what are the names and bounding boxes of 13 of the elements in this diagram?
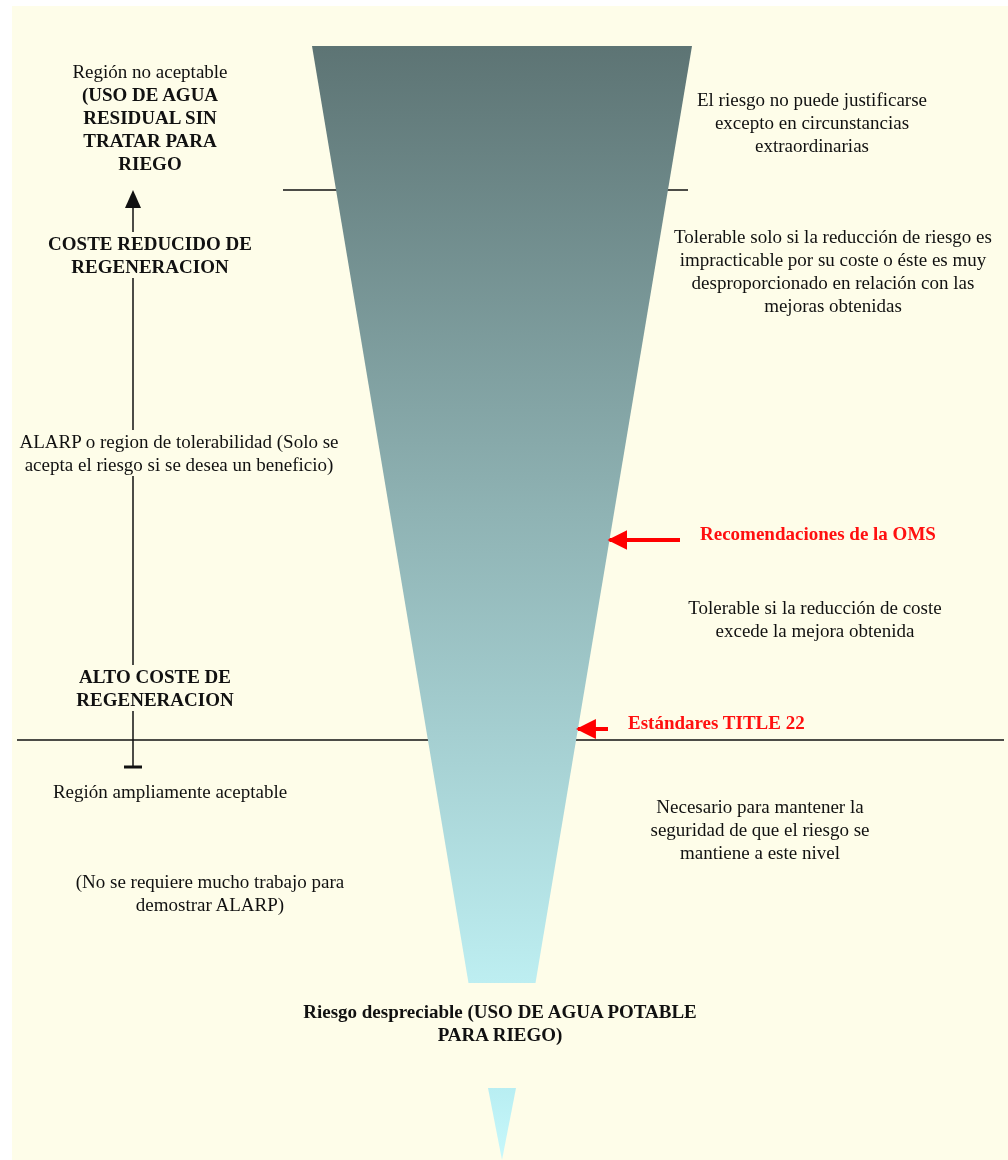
- callout-text: Recomendaciones de la OMS: [700, 522, 937, 545]
- annotation-text: Riesgo despreciable (USO DE AGUA POTABLE PARA RIEGO): [302, 1000, 698, 1046]
- arrow: [575, 719, 608, 739]
- annotation-text: Región no aceptable (USO DE AGUA RESIDUAL SIN TRATAR PARA RIEGO: [71, 60, 229, 175]
- funnel-tip: [488, 1088, 516, 1160]
- annotation-text: Tolerable si la reducción de coste excede la mejora obtenida: [687, 596, 943, 642]
- annotation-text: (No se requiere mucho trabajo para demostrar ALARP): [74, 870, 346, 916]
- annotation-text: Necesario para mantener la seguridad de que el riesgo se mantiene a este nivel: [649, 795, 871, 864]
- arrow: [607, 530, 680, 550]
- annotation-text: Tolerable solo si la reducción de riesgo es impracticable por su coste o éste es muy desproporcionado en relación con las mejoras obtenidas: [673, 225, 993, 317]
- annotation-text: El riesgo no puede justificarse excepto en circunstancias extraordinarias: [695, 88, 928, 157]
- annotation-text: Región ampliamente aceptable: [51, 780, 289, 803]
- callout-text: Estándares TITLE 22: [628, 711, 806, 734]
